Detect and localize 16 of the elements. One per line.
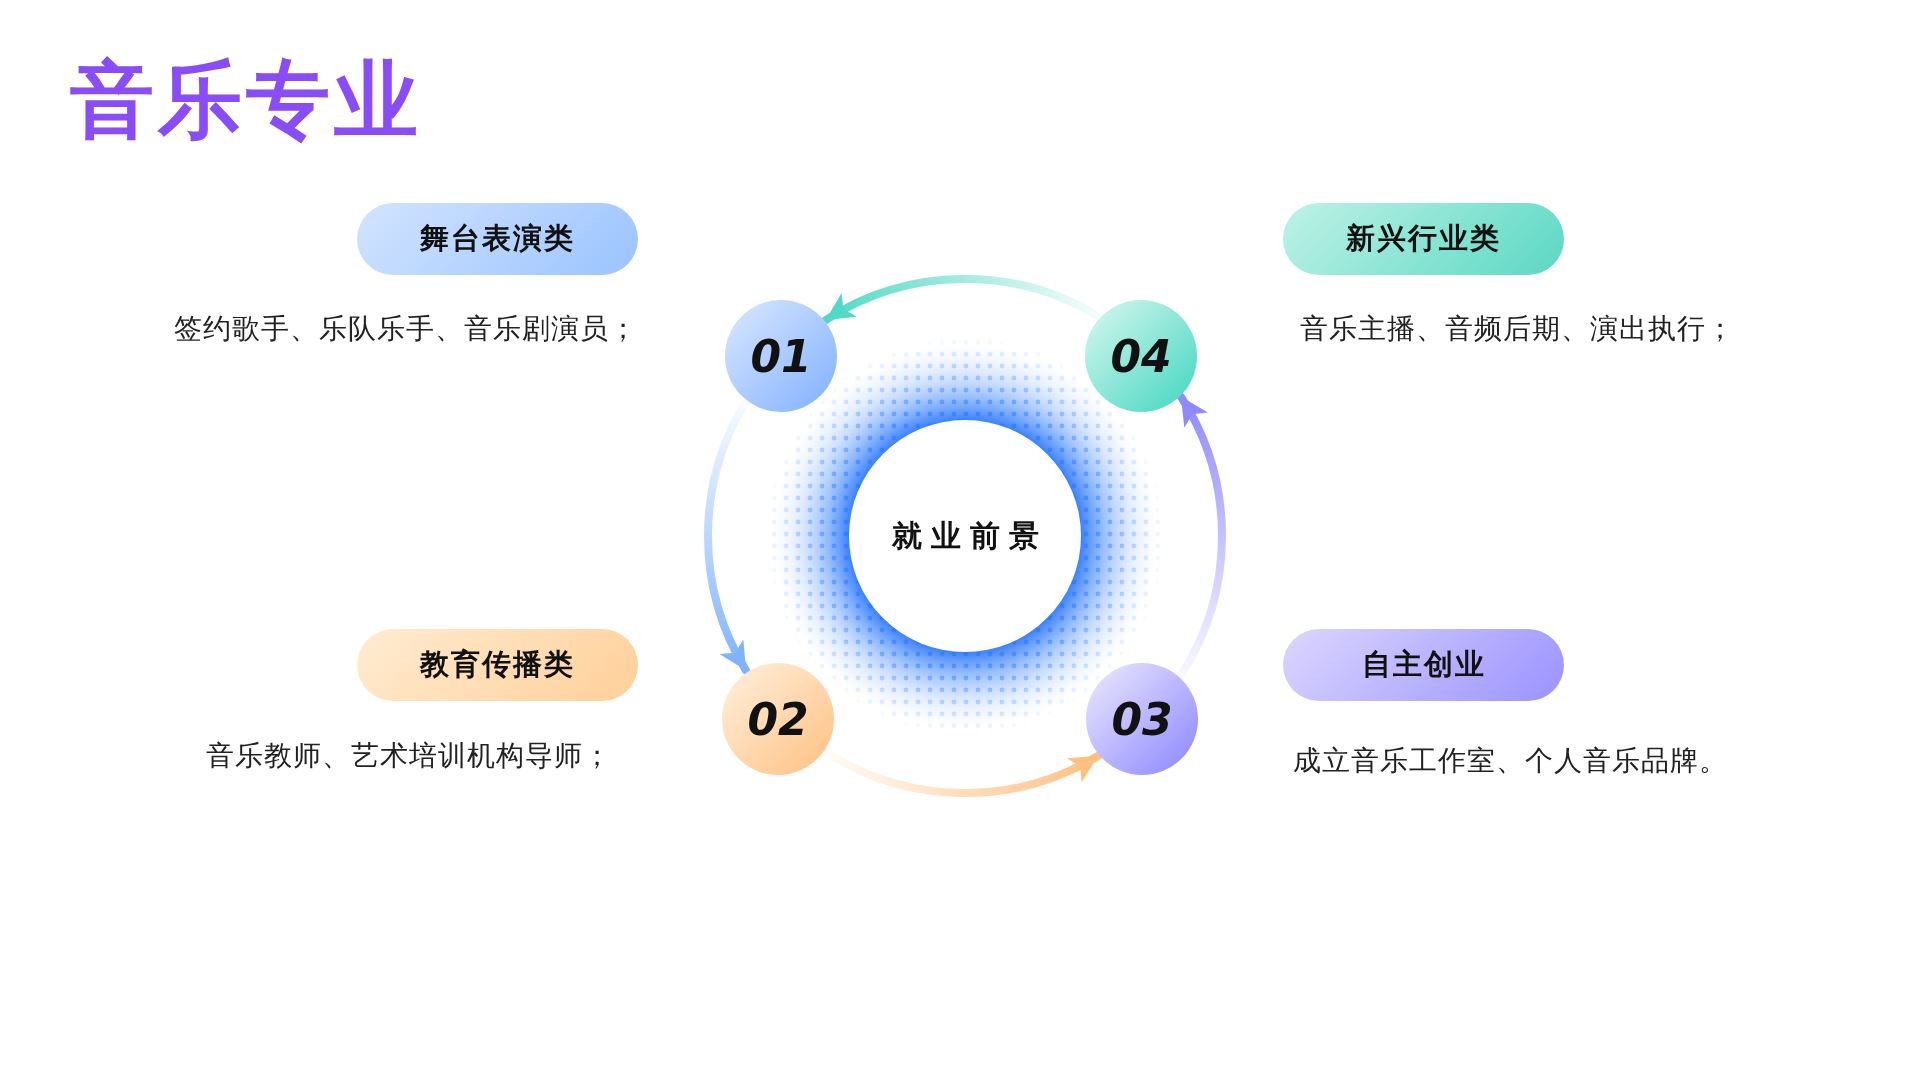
category-pill: 舞台表演类 [357,203,638,275]
arrow [821,747,1103,797]
category-pill: 教育传播类 [357,629,638,701]
description-text: 音乐主播、音频后期、演出执行； [1300,311,1735,347]
title: 音乐专业 [70,50,422,151]
arrow [821,275,1104,325]
category-pill: 新兴行业类 [1283,203,1564,275]
description-text: 成立音乐工作室、个人音乐品牌。 [1293,743,1728,779]
description-text: 音乐教师、艺术培训机构导师； [206,738,612,774]
number-circle: 04 [1085,300,1197,412]
description-text: 签约歌手、乐队乐手、音乐剧演员； [174,311,638,347]
category-pill: 自主创业 [1283,629,1564,701]
arrow [704,397,751,675]
number-circle: 03 [1086,663,1198,775]
number-circle: 02 [722,663,834,775]
number-circle: 01 [725,300,837,412]
